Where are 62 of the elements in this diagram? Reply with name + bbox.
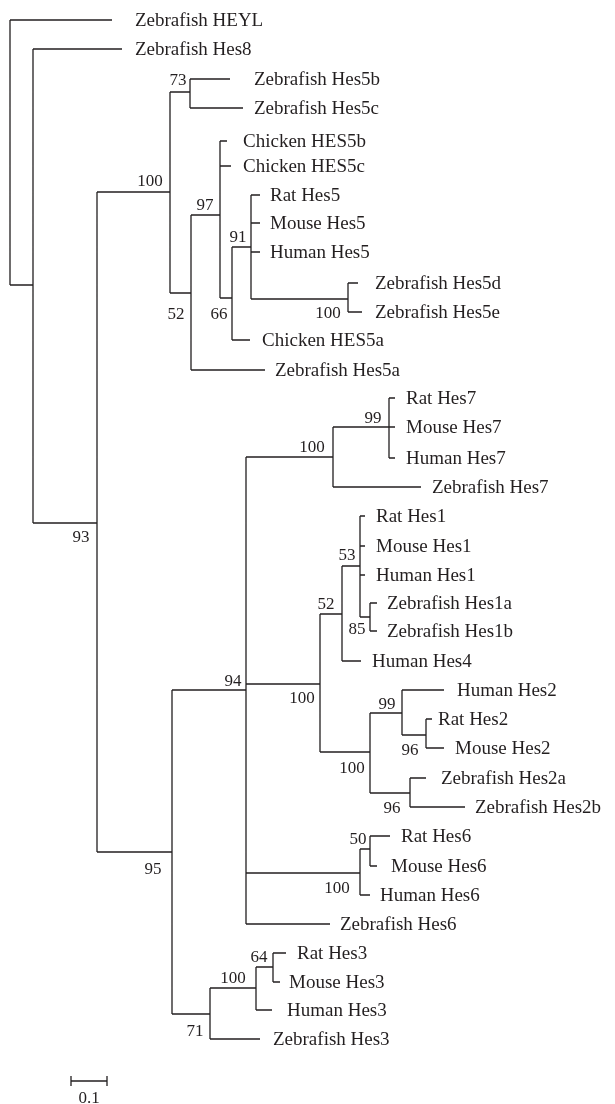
taxon-label: Zebrafish Hes7	[432, 477, 549, 497]
taxon-label: Chicken HES5b	[243, 131, 366, 151]
bootstrap-value: 66	[210, 304, 228, 322]
taxon-label: Rat Hes2	[438, 709, 509, 729]
taxon-label: Zebrafish Hes1a	[387, 593, 513, 613]
bootstrap-value: 85	[348, 619, 366, 637]
bootstrap-value: 71	[186, 1021, 204, 1039]
taxon-label: Rat Hes5	[270, 185, 341, 205]
bootstrap-value: 100	[339, 758, 365, 776]
bootstrap-value: 99	[378, 694, 396, 712]
bootstrap-value: 95	[144, 859, 162, 877]
taxon-label: Human Hes1	[376, 565, 476, 585]
taxon-label: Human Hes2	[457, 680, 557, 700]
bootstrap-value: 100	[220, 968, 246, 986]
taxon-label: Mouse Hes6	[391, 856, 487, 876]
taxon-label: Human Hes5	[270, 242, 370, 262]
taxon-label: Zebrafish HEYL	[135, 10, 264, 30]
taxon-label: Zebrafish Hes5b	[254, 69, 381, 89]
bootstrap-value: 100	[315, 303, 341, 321]
taxon-label: Rat Hes3	[297, 943, 368, 963]
taxon-label: Rat Hes1	[376, 506, 447, 526]
taxon-label: Zebrafish Hes3	[273, 1029, 390, 1049]
bootstrap-value: 94	[224, 671, 242, 689]
taxon-label: Zebrafish Hes8	[135, 39, 252, 59]
taxon-label: Mouse Hes7	[406, 417, 502, 437]
taxon-label: Mouse Hes3	[289, 972, 385, 992]
bootstrap-value: 100	[289, 688, 315, 706]
taxon-label: Chicken HES5a	[262, 330, 384, 350]
bootstrap-value: 91	[229, 227, 247, 245]
taxon-label: Human Hes6	[380, 885, 480, 905]
taxon-label: Mouse Hes2	[455, 738, 551, 758]
bootstrap-value: 53	[338, 545, 356, 563]
bootstrap-value: 50	[349, 829, 367, 847]
bootstrap-value: 64	[250, 947, 268, 965]
taxon-label: Human Hes7	[406, 448, 506, 468]
bootstrap-value: 100	[324, 878, 350, 896]
taxon-label: Human Hes3	[287, 1000, 387, 1020]
bootstrap-value: 93	[72, 527, 90, 545]
taxon-label: Rat Hes7	[406, 388, 477, 408]
bootstrap-value: 73	[169, 70, 187, 88]
bootstrap-value: 100	[299, 437, 325, 455]
bootstrap-value: 99	[364, 408, 382, 426]
taxon-label: Rat Hes6	[401, 826, 472, 846]
taxon-label: Zebrafish Hes2b	[475, 797, 602, 817]
taxon-label: Zebrafish Hes5e	[375, 302, 501, 322]
taxon-label: Chicken HES5c	[243, 156, 365, 176]
taxon-label: Zebrafish Hes6	[340, 914, 457, 934]
taxon-label: Zebrafish Hes1b	[387, 621, 514, 641]
taxon-label: Zebrafish Hes5c	[254, 98, 380, 118]
taxon-label: Zebrafish Hes2a	[441, 768, 567, 788]
bootstrap-value: 97	[196, 195, 214, 213]
bootstrap-value: 96	[383, 798, 401, 816]
taxon-label: Human Hes4	[372, 651, 472, 671]
bootstrap-value: 96	[401, 740, 419, 758]
bootstrap-value: 100	[137, 171, 163, 189]
taxon-label: Mouse Hes5	[270, 213, 366, 233]
scale-value: 0.1	[78, 1088, 100, 1104]
bootstrap-value: 52	[317, 594, 335, 612]
taxon-label: Zebrafish Hes5a	[275, 360, 401, 380]
taxon-label: Mouse Hes1	[376, 536, 472, 556]
taxon-label: Zebrafish Hes5d	[375, 273, 502, 293]
bootstrap-value: 52	[167, 304, 185, 322]
